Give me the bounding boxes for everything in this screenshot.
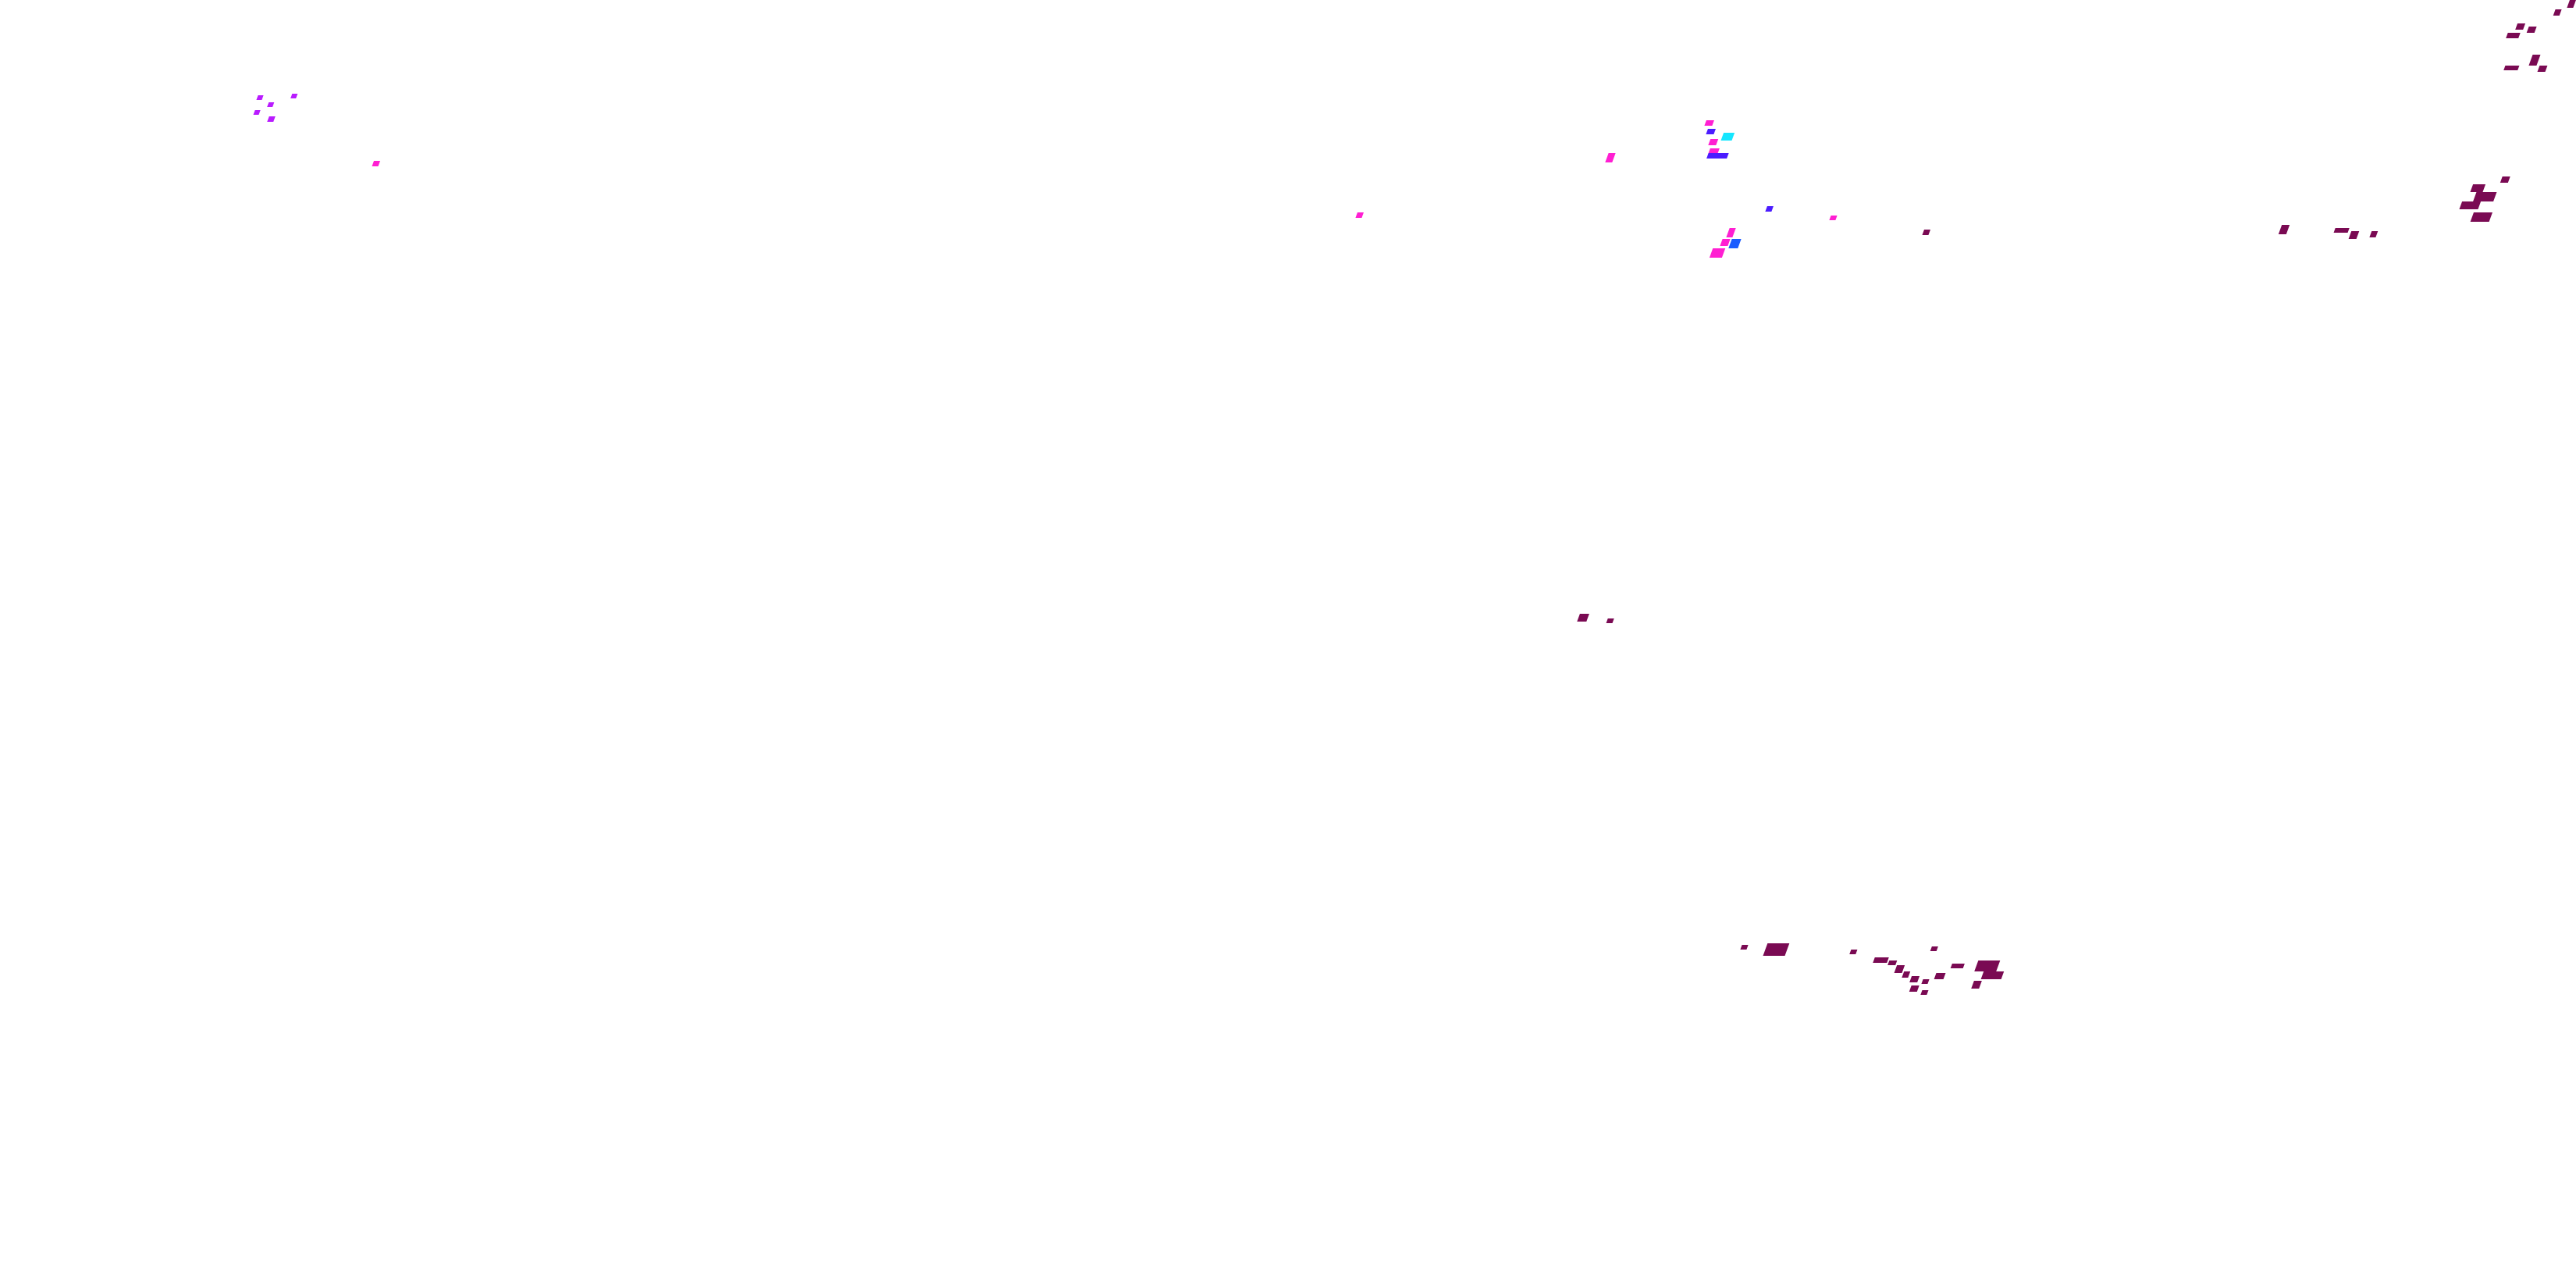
speckle-24 [2526, 27, 2537, 33]
speckle-29 [2537, 66, 2548, 72]
speckle-25 [2567, 0, 2576, 8]
speckle-19 [1720, 239, 1731, 246]
speckle-40 [1606, 618, 1614, 623]
speckle-23 [2506, 33, 2521, 38]
speckle-30 [2470, 184, 2486, 192]
speckle-50 [1921, 979, 1930, 984]
speckle-7 [1355, 212, 1364, 218]
speckle-45 [1888, 960, 1898, 965]
speckle-32 [2459, 201, 2482, 209]
speckle-37 [2348, 231, 2360, 239]
speckle-47 [1902, 971, 1911, 978]
speckle-17 [1922, 230, 1930, 235]
speckle-18 [1726, 228, 1736, 237]
speckle-2 [267, 102, 275, 107]
speckle-52 [1950, 964, 1965, 968]
speckle-26 [2553, 9, 2562, 16]
speckle-10 [1706, 129, 1716, 134]
speckle-31 [2473, 192, 2497, 201]
speckle-48 [1909, 976, 1920, 982]
speckle-36 [2333, 228, 2350, 233]
speckle-53 [1974, 960, 2001, 971]
speckle-15 [1765, 206, 1774, 212]
speckle-11 [1708, 139, 1719, 145]
speckle-3 [253, 110, 261, 115]
speckle-28 [2528, 55, 2541, 66]
speckle-9 [1704, 120, 1714, 126]
speckle-4 [267, 116, 276, 122]
speckle-55 [1971, 981, 1982, 989]
speckle-57 [1909, 985, 1920, 992]
speckle-20 [1728, 239, 1742, 248]
speckle-6 [372, 161, 381, 166]
speckle-44 [1873, 957, 1889, 963]
speckle-14 [1706, 153, 1729, 159]
speckle-27 [2503, 66, 2520, 70]
speckle-8 [1605, 153, 1616, 162]
speckle-1 [256, 95, 264, 100]
speckle-56 [1920, 990, 1929, 995]
speckle-16 [1829, 216, 1838, 220]
speckle-13 [1720, 133, 1735, 141]
speckle-43 [1849, 950, 1858, 954]
speckle-41 [1740, 945, 1749, 950]
speckle-5 [290, 94, 298, 98]
speckle-39 [1577, 614, 1589, 622]
speckle-33 [2470, 212, 2493, 222]
speckle-34 [2500, 176, 2510, 183]
speckle-42 [1763, 943, 1790, 956]
speckle-54 [1980, 971, 2005, 979]
speckle-22 [2515, 23, 2526, 30]
speckle-46 [1894, 965, 1905, 973]
speckle-35 [2278, 225, 2290, 234]
speckle-38 [2369, 231, 2379, 237]
speckle-49 [1930, 946, 1938, 951]
speckle-51 [1934, 973, 1946, 979]
speckle-21 [1709, 248, 1726, 258]
